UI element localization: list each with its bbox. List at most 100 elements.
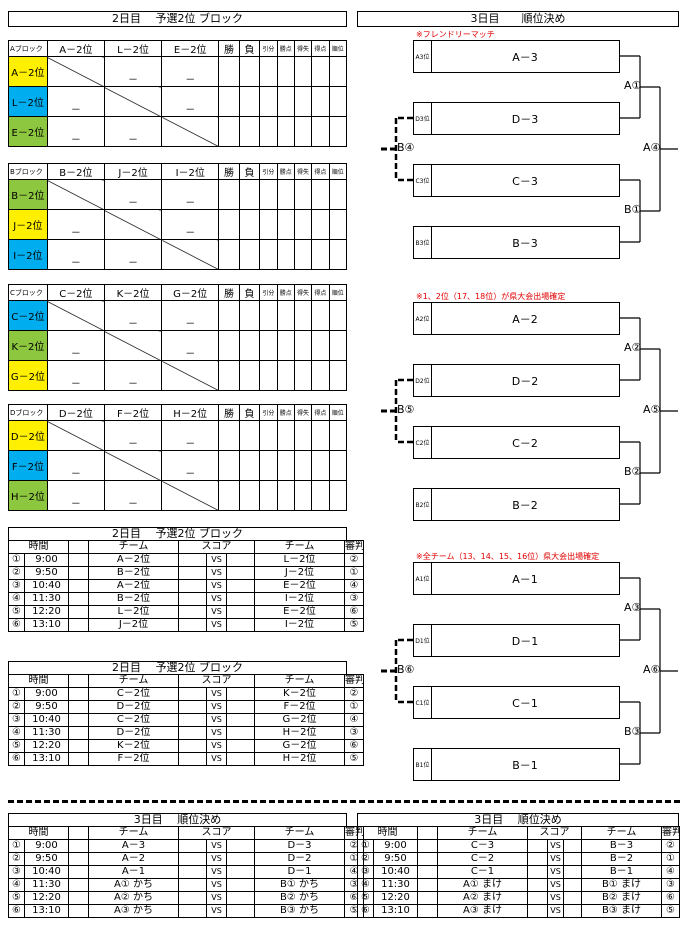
empty-dash: － <box>128 198 139 209</box>
referee: ① <box>661 852 681 866</box>
stat-cell[interactable] <box>259 360 278 391</box>
result-cell[interactable]: － <box>46 480 105 511</box>
result-cell[interactable] <box>46 56 105 87</box>
seed-label: D2位 <box>414 365 432 396</box>
result-cell[interactable] <box>103 330 163 361</box>
team-name: A－3 <box>512 50 538 64</box>
away-score[interactable] <box>225 752 256 766</box>
match-label-bottom: B② <box>624 465 642 478</box>
stat-cell[interactable] <box>276 480 295 511</box>
team-name: D－1 <box>511 634 539 648</box>
result-cell[interactable]: － <box>161 209 220 240</box>
result-cell[interactable]: － <box>103 420 163 451</box>
seed-label: C3位 <box>414 165 432 196</box>
result-cell[interactable]: － <box>103 300 163 331</box>
team-name: A－2 <box>512 312 538 326</box>
home-team: A③ まけ <box>437 904 528 918</box>
dash-separator <box>8 800 680 803</box>
result-cell[interactable]: － <box>46 360 105 391</box>
stat-cell[interactable] <box>259 116 278 147</box>
match-label-top: A② <box>624 341 642 354</box>
result-cell[interactable]: － <box>46 209 105 240</box>
result-cell[interactable]: － <box>161 300 220 331</box>
stat-cell[interactable] <box>259 239 278 270</box>
result-cell[interactable] <box>161 116 220 147</box>
vs-label: VS <box>206 618 227 632</box>
result-cell[interactable]: － <box>103 480 163 511</box>
stat-cell[interactable] <box>293 360 313 391</box>
bracket-team-box[interactable]: D1位 D－1 <box>413 624 620 657</box>
result-cell[interactable]: － <box>103 56 163 87</box>
stat-cell[interactable] <box>328 480 348 511</box>
empty-dash: － <box>128 379 139 390</box>
stat-cell[interactable] <box>293 116 313 147</box>
team-label: K－2位 <box>8 330 48 361</box>
result-cell[interactable] <box>103 86 163 117</box>
result-cell[interactable] <box>103 450 163 481</box>
home-team: F－2位 <box>88 752 179 766</box>
away-score[interactable] <box>225 618 256 632</box>
stat-cell[interactable] <box>328 360 348 391</box>
match-time: 13:10 <box>373 904 418 918</box>
stat-cell[interactable] <box>276 239 295 270</box>
away-score[interactable] <box>562 904 583 918</box>
seed-label: D1位 <box>414 625 432 656</box>
result-cell[interactable] <box>161 239 220 270</box>
bracket-note: ※1、2位（17、18位）が県大会出場確定 <box>416 292 566 301</box>
seed-label: C2位 <box>414 427 432 458</box>
team-name: A－1 <box>512 572 538 586</box>
stat-cell[interactable] <box>293 480 313 511</box>
match-label-side: B⑤ <box>397 403 415 416</box>
team-name: B－2 <box>512 498 538 512</box>
stat-cell[interactable] <box>328 116 348 147</box>
referee: ② <box>344 687 365 701</box>
seed-label: D3位 <box>414 103 432 134</box>
match-label-final: A④ <box>643 141 661 154</box>
empty-dash: － <box>185 469 196 480</box>
result-cell[interactable] <box>161 480 220 511</box>
stat-cell[interactable] <box>259 480 278 511</box>
seed-label: C1位 <box>414 687 432 718</box>
team-label: F－2位 <box>8 450 48 481</box>
stat-cell[interactable] <box>328 239 348 270</box>
result-cell[interactable]: － <box>46 239 105 270</box>
result-cell[interactable]: － <box>103 360 163 391</box>
result-cell[interactable] <box>46 420 105 451</box>
result-cell[interactable]: － <box>161 86 220 117</box>
empty-dash: － <box>70 469 81 480</box>
stat-cell[interactable] <box>276 116 295 147</box>
result-cell[interactable] <box>161 360 220 391</box>
away-score[interactable] <box>225 904 256 918</box>
result-cell[interactable] <box>46 179 105 210</box>
stat-cell[interactable] <box>293 239 313 270</box>
match-label-top: A① <box>624 79 642 92</box>
empty-dash: － <box>70 135 81 146</box>
empty-dash: － <box>185 439 196 450</box>
empty-dash: － <box>185 75 196 86</box>
stat-cell[interactable] <box>276 360 295 391</box>
team-label: I－2位 <box>8 239 48 270</box>
result-cell[interactable] <box>46 300 105 331</box>
